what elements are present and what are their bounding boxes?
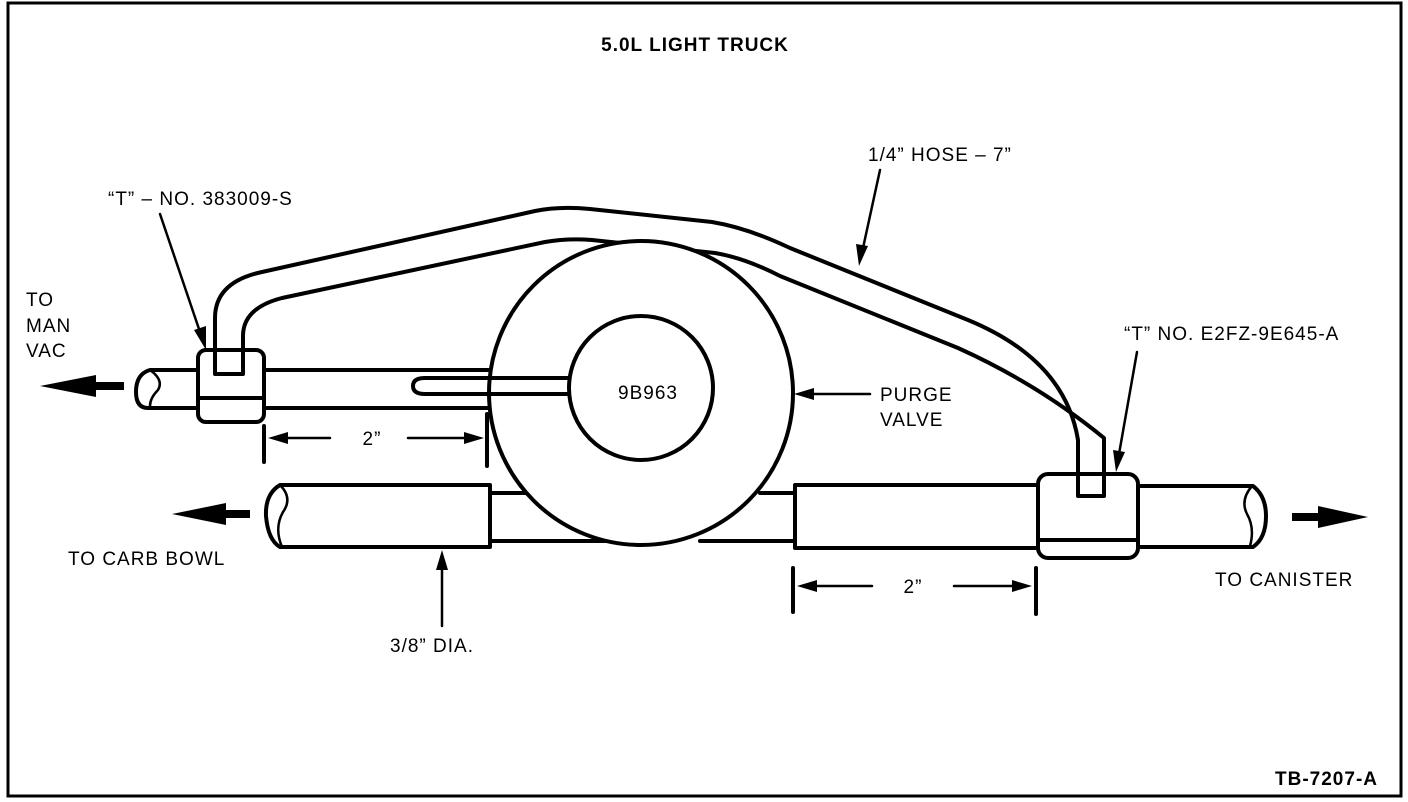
- to-man-vac-label-line1: TO: [26, 290, 54, 311]
- leader-diameter: [436, 550, 448, 628]
- valve-part-number: 9B963: [618, 383, 678, 404]
- purge-valve-label-line1: PURGE: [880, 385, 953, 406]
- dimension-left-label: 2”: [363, 429, 382, 450]
- to-man-vac-label-line3: VAC: [26, 341, 67, 362]
- right-tee-label: “T” NO. E2FZ-9E645-A: [1124, 324, 1339, 345]
- valve-nipple: [411, 376, 577, 396]
- figure-id: TB-7207-A: [1275, 769, 1378, 790]
- right-tee-branch: [1076, 474, 1106, 498]
- left-tee-branch: [213, 350, 245, 376]
- figure-frame: [6, 1, 1403, 798]
- canister-hose-end: [1134, 484, 1268, 549]
- to-man-vac-label-line2: MAN: [26, 316, 71, 337]
- to-canister-label: TO CANISTER: [1215, 570, 1353, 591]
- dimension-right-label: 2”: [904, 577, 923, 598]
- leader-left-tee: [158, 212, 206, 350]
- leader-purge-valve: [794, 388, 872, 400]
- diagram-title: 5.0L LIGHT TRUCK: [601, 35, 789, 56]
- hose-inner-line: [241, 237, 1106, 492]
- vac-hose-end-curl: [148, 368, 161, 408]
- canister-hose-sleeve: [793, 483, 1042, 550]
- arrow-to-canister: [1292, 506, 1368, 528]
- leader-right-tee: [1113, 350, 1139, 472]
- left-tee-fitting: [196, 348, 266, 424]
- leader-hose: [856, 168, 882, 266]
- dimension-right: [791, 566, 1038, 616]
- canister-hose-end-curl: [1243, 484, 1254, 548]
- carb-bowl-hose-curl: [277, 483, 289, 549]
- right-tee-fitting: [1036, 472, 1140, 560]
- left-tee-label: “T” – NO. 383009-S: [108, 189, 293, 210]
- carb-bowl-hose: [263, 483, 492, 549]
- to-carb-bowl-label: TO CARB BOWL: [68, 549, 225, 570]
- dimension-left: [262, 412, 489, 468]
- arrow-to-carb-bowl: [172, 503, 250, 525]
- arrow-to-man-vac: [40, 375, 124, 397]
- purge-valve-cap: [567, 314, 715, 462]
- diameter-label: 3/8” DIA.: [390, 636, 474, 657]
- purge-valve-label-line2: VALVE: [880, 410, 943, 431]
- valve-nipple-stub: [486, 376, 570, 396]
- hose-label: 1/4” HOSE – 7”: [868, 145, 1012, 166]
- vac-hose-end: [134, 368, 202, 410]
- hose-outer-line: [213, 205, 1080, 492]
